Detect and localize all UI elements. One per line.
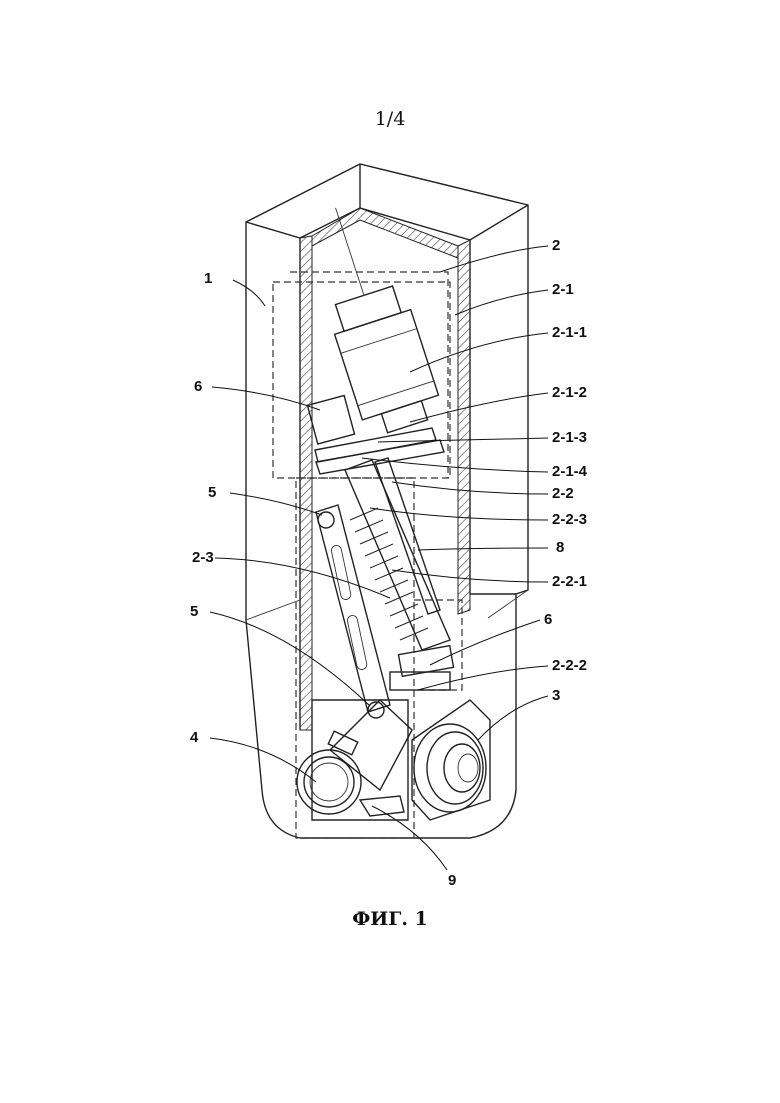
callout-5-bottom: 5: [190, 603, 198, 620]
callout-6-bottom: 6: [544, 611, 552, 628]
lower-block: [312, 700, 412, 820]
callout-4: 4: [190, 729, 199, 746]
roller-right: [412, 700, 490, 820]
callout-2-2-3: 2-2-3: [552, 511, 587, 528]
callout-2-1-1: 2-1-1: [552, 324, 587, 341]
figure-caption: ФИГ. 1: [0, 908, 780, 930]
callout-2-2-2: 2-2-2: [552, 657, 587, 674]
callout-5-top: 5: [208, 484, 216, 501]
callout-8: 8: [556, 539, 564, 556]
housing: [246, 164, 528, 838]
callout-2-1-3: 2-1-3: [552, 429, 587, 446]
callout-2-1: 2-1: [552, 281, 574, 298]
callout-6-top: 6: [194, 378, 202, 395]
link-arm: [316, 505, 390, 718]
callout-2: 2: [552, 237, 560, 254]
callout-2-3: 2-3: [192, 549, 214, 566]
callout-9: 9: [448, 872, 456, 889]
callout-2-2-1: 2-2-1: [552, 573, 587, 590]
callout-3: 3: [552, 687, 560, 704]
callout-2-1-2: 2-1-2: [552, 384, 587, 401]
callout-1: 1: [204, 270, 212, 287]
roller-left: [297, 731, 361, 814]
callout-2-2: 2-2: [552, 485, 574, 502]
callout-2-1-4: 2-1-4: [552, 463, 588, 480]
screw-assembly: [345, 458, 454, 690]
